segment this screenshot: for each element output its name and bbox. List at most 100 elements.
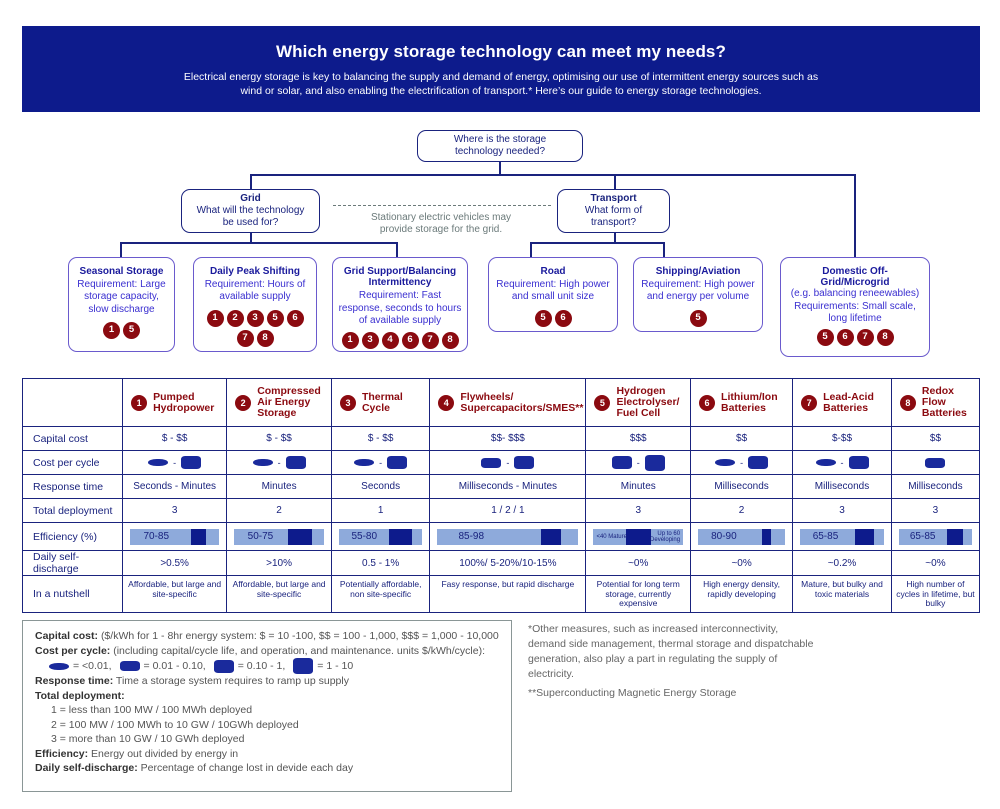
capital-cell: $$$	[585, 426, 692, 451]
discharge-cell: 0.5 - 1%	[330, 550, 431, 576]
tech-number-badge: 3	[339, 394, 356, 411]
tech-number-badge: 5	[123, 322, 140, 339]
efficiency-bar-fill	[855, 528, 874, 545]
transport-node: Transport What form of transport?	[557, 189, 670, 233]
legend-total-deployment: Total deployment:	[35, 689, 499, 704]
efficiency-low-label: <40 Mature	[596, 533, 627, 540]
tech-number-badge: 1	[103, 322, 120, 339]
row-label: Total deployment	[21, 498, 124, 523]
connector	[854, 174, 856, 258]
tech-number-badge: 6	[401, 331, 419, 349]
legend-label: Total deployment:	[35, 689, 125, 702]
coin-stack-3-icon	[848, 456, 869, 469]
use-case-requirement: Requirement: Large storage capacity, slo…	[77, 278, 166, 315]
grid-question: What will the technology be used for?	[196, 205, 305, 228]
response-cell: Milliseconds	[890, 474, 981, 499]
footnote-other-measures: *Other measures, such as increased inter…	[528, 623, 814, 680]
efficiency-value: 80-90	[711, 531, 737, 542]
efficiency-bar: 50-75	[234, 528, 324, 545]
tech-name: Pumped Hydropower	[153, 390, 215, 414]
range-dash: -	[740, 457, 744, 468]
efficiency-bar: <40 Mature Up to 60 Developing	[593, 528, 684, 545]
range-dash: -	[506, 457, 510, 468]
deployment-cell: 2	[690, 498, 794, 523]
tech-name: Lithium/Ion Batteries	[721, 390, 778, 414]
cycle-cell: -	[792, 450, 892, 475]
legend-label: Capital cost:	[35, 630, 99, 642]
connector	[120, 242, 397, 244]
efficiency-value: 65-85	[812, 531, 839, 542]
legend-cost-per-cycle: Cost per cycle: (including capital/cycle…	[35, 644, 499, 659]
use-case-title: Grid Support/Balancing Intermittency	[343, 266, 457, 288]
row-label: Daily self-discharge	[21, 550, 124, 576]
capital-cell: $$	[890, 426, 981, 451]
legend-text: Time a storage system requires to ramp u…	[115, 675, 349, 687]
tech-number-badge: 7	[801, 394, 818, 411]
connector	[530, 242, 664, 244]
use-case-requirement: Requirement: High power and energy per v…	[641, 278, 755, 303]
cost-per-cycle-indicator	[894, 457, 977, 468]
coin-stack-1-icon	[49, 662, 69, 670]
tech-number-badge: 3	[361, 331, 379, 349]
efficiency-bar-fill	[287, 528, 313, 545]
connector	[530, 242, 532, 258]
efficiency-cell: <40 Mature Up to 60 Developing	[585, 522, 692, 551]
legend-coin-value: = <0.01,	[73, 659, 112, 672]
efficiency-bar: 85-98	[437, 528, 579, 545]
coin-stack-3-icon	[748, 456, 769, 469]
efficiency-bar-fill	[947, 528, 964, 545]
deployment-cell: 2	[226, 498, 332, 523]
legend-label: Daily self-discharge:	[35, 762, 138, 774]
use-case-title: Road	[540, 266, 566, 277]
discharge-cell: ~0%	[690, 550, 794, 576]
response-cell: Minutes	[585, 474, 692, 499]
discharge-cell: 100%/ 5-20%/10-15%	[429, 550, 587, 576]
response-cell: Milliseconds	[690, 474, 794, 499]
connector	[120, 242, 122, 258]
tech-number-badge: 2	[226, 309, 244, 327]
connector	[250, 174, 252, 190]
tech-number-badge: 5	[266, 309, 284, 327]
tech-number-badge: 8	[441, 331, 459, 349]
efficiency-cell: 85-98	[429, 522, 587, 551]
tech-number-badge: 8	[256, 329, 274, 347]
legend-text: Percentage of change lost in devide each…	[140, 762, 354, 774]
table-row-daily-self-discharge: Daily self-discharge>0.5%>10%0.5 - 1%100…	[21, 550, 981, 576]
coin-stack-3-icon	[611, 456, 632, 469]
coin-stack-2-icon	[481, 457, 502, 468]
coin-stack-1-icon	[148, 459, 169, 466]
tech-header: 6 Lithium/Ion Batteries	[693, 390, 790, 414]
cycle-cell: -	[226, 450, 332, 475]
page-subtitle: Electrical energy storage is key to bala…	[183, 71, 819, 97]
cycle-cell: -	[585, 450, 692, 475]
legend-response-time: Response time: Time a storage system req…	[35, 674, 499, 689]
nutshell-cell: High number of cycles in lifetime, but b…	[890, 575, 981, 613]
efficiency-cell: 70-85	[122, 522, 228, 551]
tech-badges: 5	[634, 309, 762, 327]
legend-text: Energy out divided by energy in	[91, 747, 239, 760]
legend-coin-scale: = <0.01, = 0.01 - 0.10, = 0.10 - 1, = 1 …	[35, 658, 499, 674]
cycle-cell: -	[690, 450, 794, 475]
legend-deployment-item: 3 = more than 10 GW / 10 GWh deployed	[51, 733, 245, 745]
tech-number-badge: 1	[206, 309, 224, 327]
coin-stack-4-icon	[644, 454, 665, 471]
empty-corner-cell	[21, 378, 124, 427]
efficiency-high-label: Up to 60 Developing	[650, 530, 681, 543]
efficiency-cell: 55-80	[330, 522, 431, 551]
efficiency-bar: 65-85	[898, 528, 972, 545]
tech-number-badge: 6	[554, 309, 572, 327]
use-case-requirement: Requirements: Small scale, long lifetime	[794, 300, 916, 325]
legend-box: Capital cost: ($/kWh for 1 - 8hr energy …	[22, 620, 512, 792]
nutshell-cell: Mature, but bulky and toxic materials	[792, 575, 892, 613]
tech-number-badge: 6	[699, 394, 716, 411]
cost-per-cycle-indicator: -	[229, 456, 329, 469]
